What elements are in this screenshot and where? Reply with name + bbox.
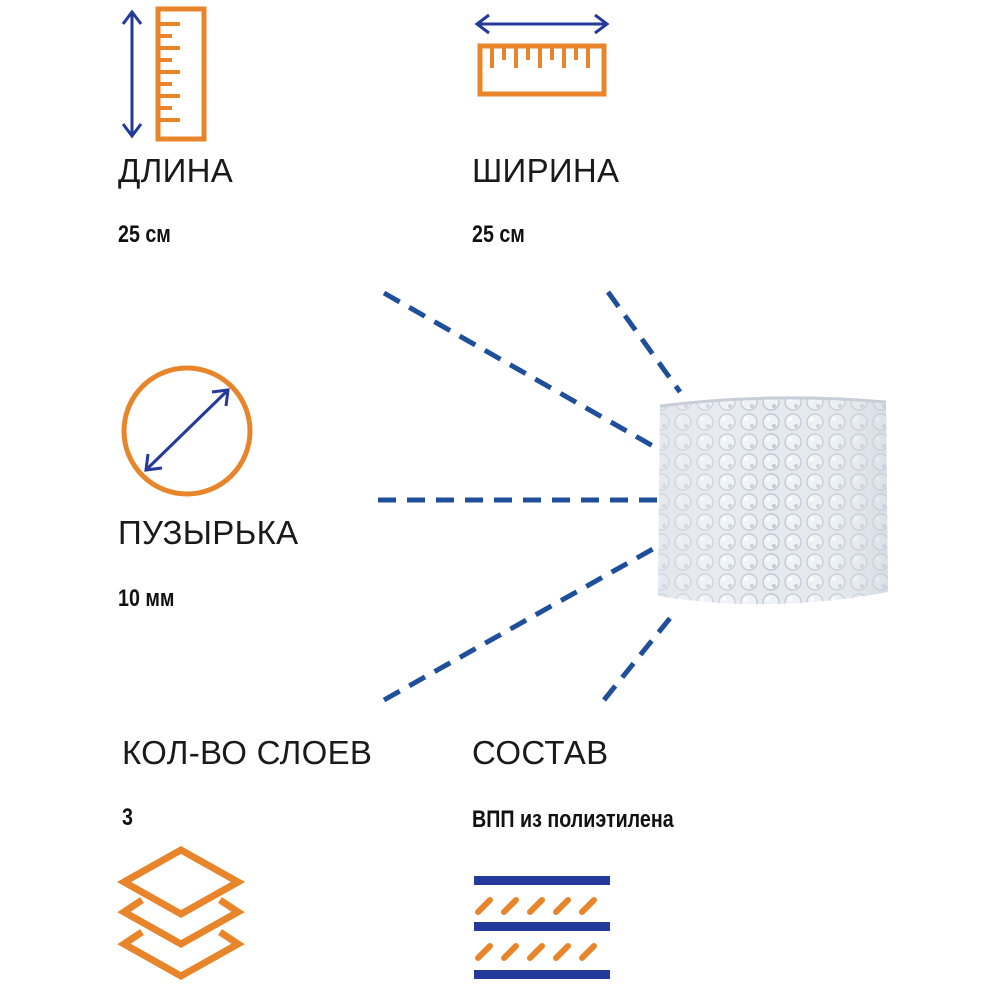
length-value: 25 см — [118, 221, 171, 248]
length-label: ДЛИНА — [118, 152, 234, 189]
connector-top-left — [382, 290, 662, 453]
bubble-value: 10 мм — [118, 585, 175, 612]
connector-top — [605, 290, 683, 394]
connector-bottom — [602, 610, 677, 702]
width-value: 25 см — [472, 221, 525, 248]
composition-label: СОСТАВ — [472, 734, 609, 771]
layers-icon — [116, 845, 246, 981]
composition-value: ВПП из полиэтилена — [472, 806, 674, 833]
vertical-ruler-icon — [121, 6, 207, 142]
horizontal-ruler-icon — [474, 13, 610, 97]
layers-value: 3 — [122, 804, 133, 831]
width-label: ШИРИНА — [472, 152, 620, 189]
bubble-diameter-icon — [121, 365, 253, 497]
connector-bottom-left — [382, 542, 662, 703]
layers-label: КОЛ-ВО СЛОЕВ — [122, 734, 373, 771]
bubble-label: ПУЗЫРЬКА — [118, 514, 299, 551]
composition-icon — [474, 876, 610, 979]
bubble-wrap-roll-image — [658, 396, 888, 605]
